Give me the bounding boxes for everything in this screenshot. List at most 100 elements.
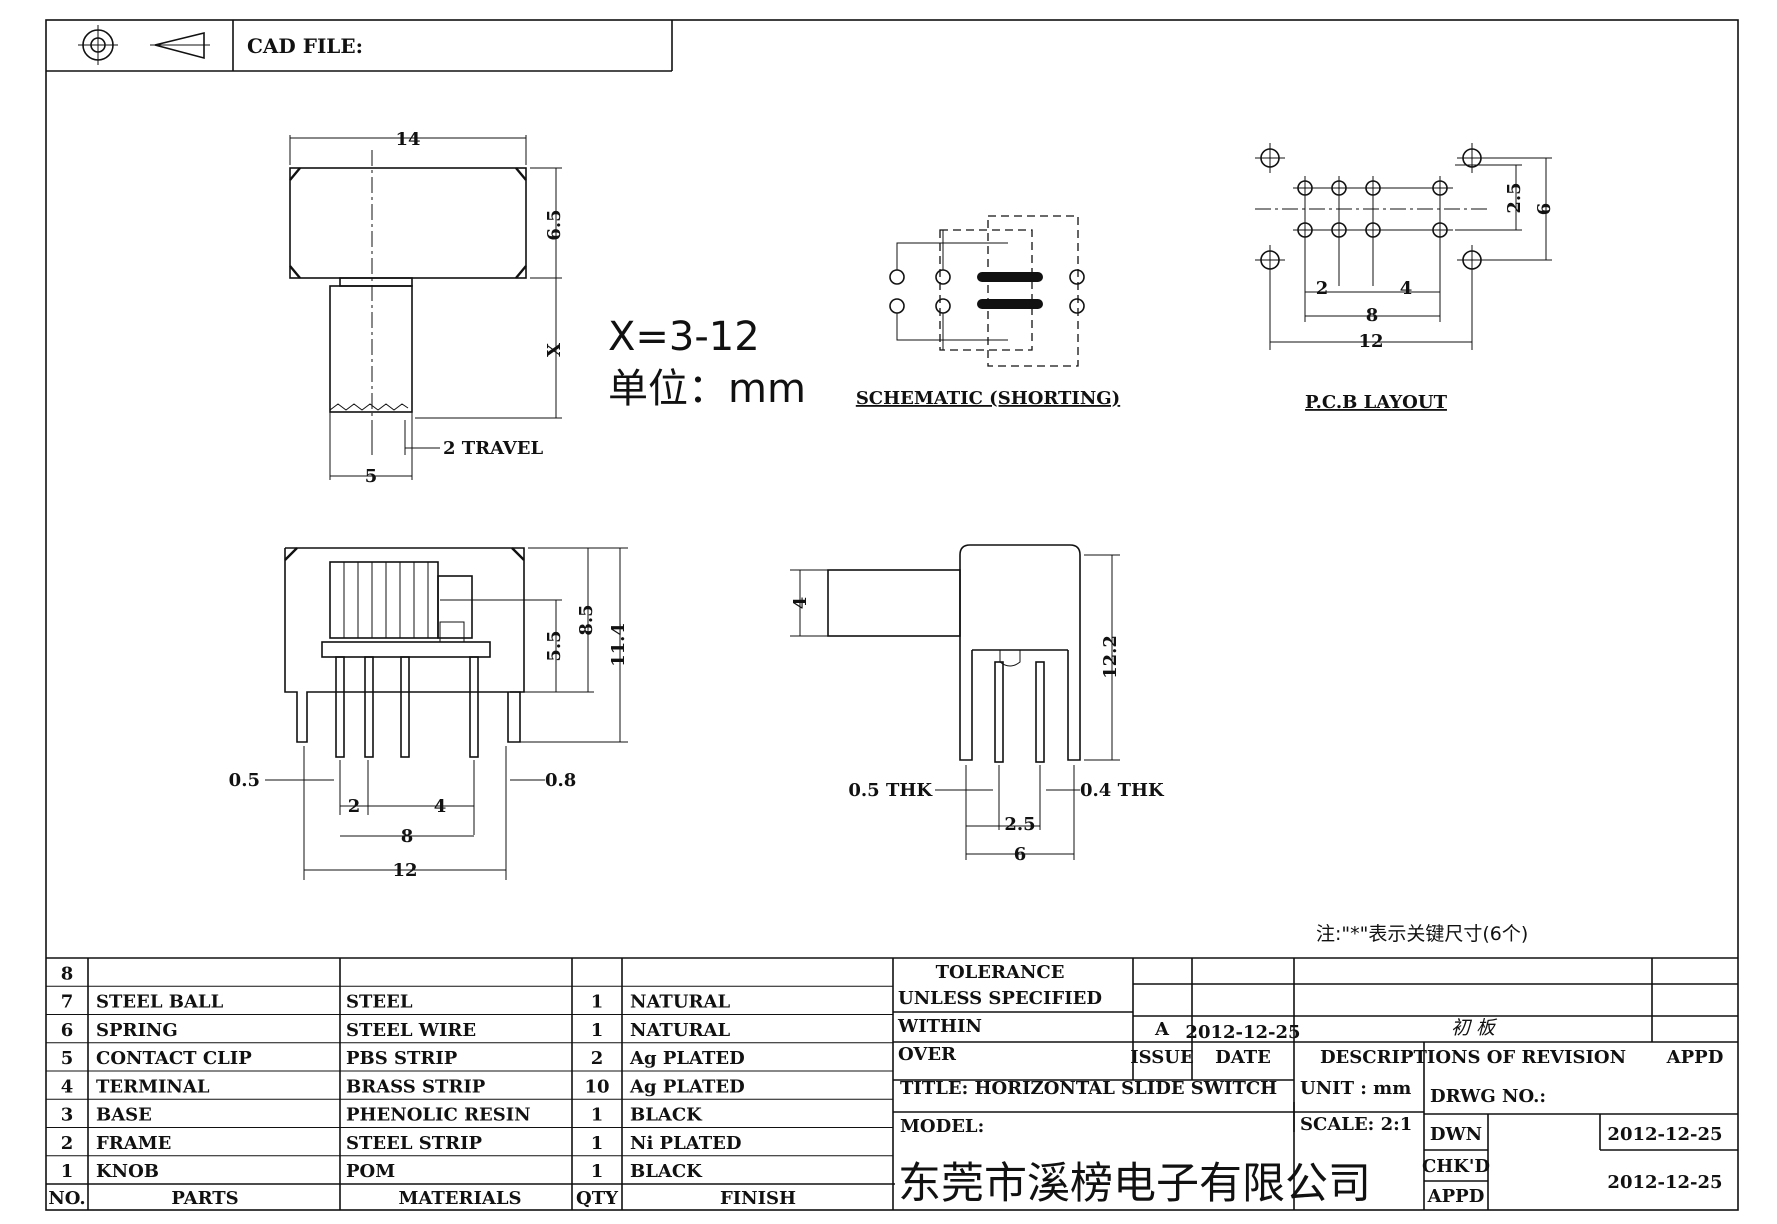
dim-h-8-5: 8.5: [576, 604, 597, 635]
bom-cell-material: STEEL: [346, 992, 413, 1013]
over-label: OVER: [898, 1044, 957, 1065]
schematic-label: SCHEMATIC (SHORTING): [856, 388, 1120, 409]
tolerance-line-1: TOLERANCE: [936, 962, 1065, 983]
approved-label: APPD: [1427, 1186, 1485, 1207]
bom-header-qty: QTY: [576, 1188, 619, 1209]
issue-value: A: [1154, 1019, 1170, 1040]
bom-cell-part: STEEL BALL: [96, 992, 224, 1013]
pcb-span-8: 8: [1366, 305, 1379, 326]
issue-label: ISSUE: [1130, 1047, 1193, 1068]
model-label: MODEL:: [900, 1116, 984, 1137]
bom-cell-part: KNOB: [96, 1161, 159, 1182]
pcb-pitch-a: 2: [1316, 278, 1329, 299]
bom-cell-no: 8: [61, 963, 74, 984]
bom-cell-part: SPRING: [96, 1020, 178, 1041]
dim-p2: 2: [348, 796, 361, 817]
bom-cell-no: 3: [61, 1105, 74, 1126]
front-view: 5.5 8.5 11.4 0.5 0.8 2 4 8 12: [229, 547, 629, 881]
drawn-date: 2012-12-25: [1607, 1124, 1722, 1145]
bom-cell-finish: BLACK: [630, 1105, 703, 1126]
side-view: 4 12.2 0.5 THK 0.4 THK 2.5 6: [790, 544, 1165, 865]
bom-cell-qty: 1: [591, 1161, 604, 1182]
revision-desc-label: DESCRIPTIONS OF REVISION: [1320, 1047, 1626, 1068]
bom-cell-part: FRAME: [96, 1133, 171, 1154]
bom-cell-qty: 10: [584, 1076, 609, 1097]
dim-knob-width: 5: [365, 466, 378, 487]
dim-thk-04: 0.4 THK: [1080, 780, 1165, 801]
dim-p8: 8: [401, 826, 414, 847]
bom-cell-finish: NATURAL: [630, 992, 730, 1013]
dim-knob: 4: [790, 597, 811, 610]
pcb-row: 2.5: [1504, 182, 1525, 213]
appd-label: APPD: [1666, 1047, 1724, 1068]
bom-cell-material: STEEL STRIP: [346, 1133, 483, 1154]
dim-h-11-4: 11.4: [608, 623, 629, 667]
bom-cell-material: POM: [346, 1161, 395, 1182]
dim-width: 14: [395, 129, 420, 150]
bom-cell-finish: Ag PLATED: [629, 1048, 745, 1069]
bom-cell-qty: 2: [591, 1048, 604, 1069]
dim-pin-05: 0.5: [229, 770, 260, 791]
date-label: DATE: [1215, 1047, 1271, 1068]
key-dimension-note: 注:"*"表示关键尺寸(6个): [1316, 923, 1528, 945]
dim-p25: 2.5: [1004, 814, 1035, 835]
drawing-title: TITLE: HORIZONTAL SLIDE SWITCH: [900, 1078, 1277, 1099]
bom-cell-qty: 1: [591, 992, 604, 1013]
bom-cell-finish: Ag PLATED: [629, 1076, 745, 1097]
bom-cell-no: 5: [61, 1048, 74, 1069]
issue-date: 2012-12-25: [1185, 1022, 1300, 1043]
company-name: 东莞市溪榜电子有限公司: [898, 1159, 1371, 1209]
bom-cell-material: PHENOLIC RESIN: [346, 1105, 531, 1126]
bom-cell-part: BASE: [96, 1105, 152, 1126]
dim-height: 6.5: [544, 209, 565, 240]
bom-header-no: NO.: [48, 1188, 85, 1209]
dim-height-12-2: 12.2: [1100, 635, 1121, 679]
checked-date: 2012-12-25: [1607, 1172, 1722, 1193]
checked-label: CHK'D: [1422, 1156, 1490, 1177]
dim-travel: 2 TRAVEL: [443, 438, 543, 459]
bom-cell-qty: 1: [591, 1133, 604, 1154]
revision-description: 初 板: [1451, 1017, 1498, 1039]
x-range-text: X=3-12: [608, 314, 760, 360]
bom-cell-part: CONTACT CLIP: [96, 1048, 252, 1069]
bom-cell-qty: 1: [591, 1020, 604, 1041]
bom-cell-material: STEEL WIRE: [346, 1020, 476, 1041]
tolerance-line-2: UNLESS SPECIFIED: [898, 988, 1102, 1009]
drawn-label: DWN: [1430, 1124, 1482, 1145]
bom-cell-no: 1: [61, 1161, 74, 1182]
scale-label: SCALE: 2:1: [1300, 1114, 1412, 1135]
bom-cell-qty: 1: [591, 1105, 604, 1126]
bom-cell-part: TERMINAL: [96, 1076, 210, 1097]
bom-cell-material: PBS STRIP: [346, 1048, 458, 1069]
pcb-pitch-b: 4: [1400, 278, 1413, 299]
unit-text: 单位：mm: [608, 366, 806, 412]
pcb-height: 6: [1534, 203, 1555, 216]
dim-thk-05: 0.5 THK: [848, 780, 933, 801]
pcb-span-12: 12: [1358, 331, 1383, 352]
within-label: WITHIN: [897, 1016, 982, 1037]
bom-header-materials: MATERIALS: [398, 1188, 521, 1209]
bom-cell-no: 2: [61, 1133, 74, 1154]
bom-cell-no: 7: [61, 992, 74, 1013]
bom-cell-finish: BLACK: [630, 1161, 703, 1182]
cad-file-label: CAD FILE:: [247, 34, 363, 58]
dim-p6: 6: [1014, 844, 1027, 865]
bom-cell-material: BRASS STRIP: [346, 1076, 486, 1097]
pcb-layout: 2 4 8 12 2.5 6 P.C.B LAYOUT: [1255, 143, 1555, 413]
dim-x: X: [544, 343, 565, 357]
dim-p12: 12: [392, 860, 417, 881]
drawing-number-label: DRWG NO.:: [1430, 1086, 1546, 1107]
bom-cell-finish: NATURAL: [630, 1020, 730, 1041]
title-block: TOLERANCE UNLESS SPECIFIED WITHIN OVER A…: [893, 958, 1738, 1210]
header-box: CAD FILE:: [46, 20, 673, 72]
sheet-border: [45, 19, 1739, 1211]
schematic: SCHEMATIC (SHORTING): [856, 215, 1120, 409]
bom-header-finish: FINISH: [720, 1188, 796, 1209]
bom-header-parts: PARTS: [171, 1188, 238, 1209]
bom-cell-no: 4: [61, 1076, 74, 1097]
bom-cell-no: 6: [61, 1020, 74, 1041]
projection-symbol-icon: [78, 25, 210, 65]
bom-cell-finish: Ni PLATED: [630, 1133, 741, 1154]
unit-label: UNIT : mm: [1300, 1078, 1411, 1099]
